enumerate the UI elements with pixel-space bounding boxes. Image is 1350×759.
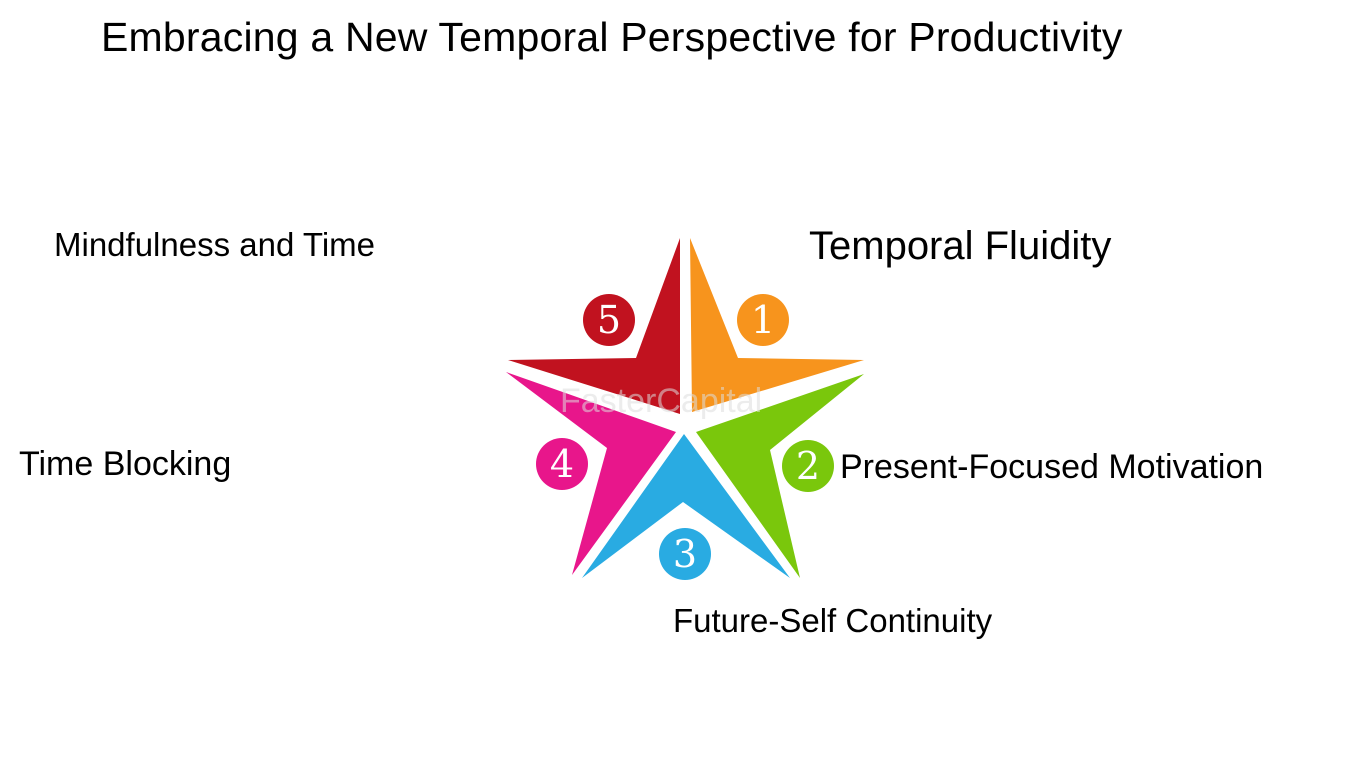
badge-5-number: 5 — [597, 298, 621, 342]
badge-2-number: 2 — [796, 444, 820, 488]
star-segment-1 — [690, 238, 864, 412]
label-temporal-fluidity: Temporal Fluidity — [809, 224, 1112, 268]
badge-3-number: 3 — [673, 532, 697, 576]
badge-4: 4 — [536, 438, 588, 490]
label-mindfulness-and-time: Mindfulness and Time — [54, 226, 375, 263]
badge-3: 3 — [659, 528, 711, 580]
label-present-focused-motivation: Present-Focused Motivation — [840, 448, 1264, 486]
star-segment-5 — [508, 238, 680, 414]
diagram-title: Embracing a New Temporal Perspective for… — [101, 14, 1123, 60]
badge-2: 2 — [782, 440, 834, 492]
label-time-blocking: Time Blocking — [19, 445, 232, 483]
star-segment-2 — [696, 374, 864, 578]
label-future-self-continuity: Future-Self Continuity — [673, 602, 993, 639]
watermark-logo: FasterCapital — [560, 382, 762, 420]
badge-1: 1 — [737, 294, 789, 346]
badge-5: 5 — [583, 294, 635, 346]
badge-4-number: 4 — [550, 442, 574, 486]
star-segment-3 — [582, 434, 790, 578]
star-segment-4 — [506, 372, 676, 575]
badge-1-number: 1 — [751, 298, 775, 342]
